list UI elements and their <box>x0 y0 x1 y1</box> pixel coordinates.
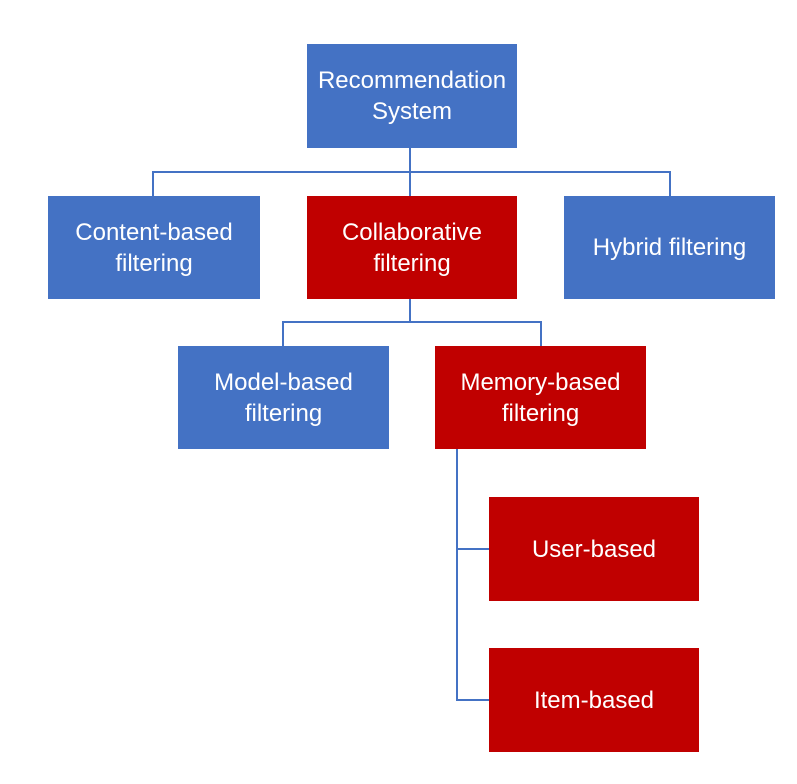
node-user-based: User-based <box>489 497 699 601</box>
node-label: Content-based filtering <box>75 218 233 277</box>
node-memory-based-filtering: Memory-based filtering <box>435 346 646 449</box>
node-content-based-filtering: Content-based filtering <box>48 196 260 299</box>
node-label: Recommendation System <box>317 67 507 125</box>
node-recommendation-system: Recommendation System <box>307 44 517 148</box>
node-hybrid-filtering: Hybrid filtering <box>564 196 775 299</box>
node-label: Hybrid filtering <box>592 234 747 261</box>
node-label: Memory-based filtering <box>460 368 621 427</box>
node-model-based-filtering: Model-based filtering <box>178 346 389 449</box>
node-item-based: Item-based <box>489 648 699 752</box>
node-label: Item-based <box>533 686 655 714</box>
node-label: Model-based filtering <box>214 368 353 427</box>
node-label: User-based <box>531 535 657 563</box>
node-collaborative-filtering: Collaborative filtering <box>307 196 517 299</box>
node-label: Collaborative filtering <box>341 218 483 277</box>
